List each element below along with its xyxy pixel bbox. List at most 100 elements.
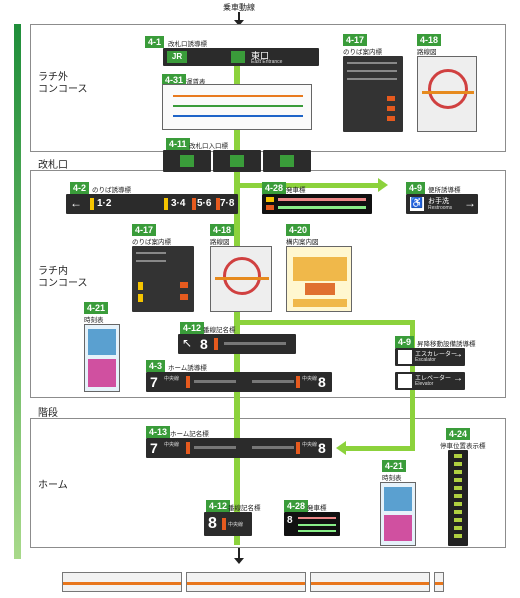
stop-position-sign bbox=[448, 450, 468, 546]
route-map-outer bbox=[417, 56, 477, 132]
code-4-18-inner: 4-18 bbox=[210, 224, 235, 236]
jr-logo-icon: JR bbox=[167, 51, 187, 63]
gate-icon-right bbox=[280, 155, 294, 167]
caption-4-12-platform: 番線記名標 bbox=[228, 505, 261, 512]
entry-arrow-shaft bbox=[238, 12, 240, 22]
caption-4-21-platform: 時刻表 bbox=[382, 475, 402, 482]
label-gate: 改札口 bbox=[38, 160, 68, 171]
caption-4-13: ホーム記名標 bbox=[170, 431, 209, 438]
elevator-sign[interactable]: エレベーター Elevator → bbox=[395, 372, 465, 390]
path-to-restroom bbox=[234, 183, 380, 188]
label-outer-1: ラチ外 bbox=[38, 72, 68, 83]
code-4-20: 4-20 bbox=[286, 224, 311, 236]
caption-4-11: 改札口入口標 bbox=[189, 143, 228, 150]
caption-4-31: 運賃表 bbox=[186, 79, 206, 86]
train-car-2 bbox=[186, 572, 306, 592]
departure-track-number: 8 bbox=[287, 515, 293, 526]
code-4-17-outer: 4-17 bbox=[343, 34, 368, 46]
code-4-21-inner: 4-21 bbox=[84, 302, 109, 314]
escalator-text: エスカレーター bbox=[415, 352, 458, 358]
elevator-arrow-icon: → bbox=[453, 373, 463, 384]
line-name-left: 中央線 bbox=[164, 376, 180, 382]
platform-guide-board-inner bbox=[132, 246, 194, 312]
gate-icon-left bbox=[180, 155, 194, 167]
fare-chart bbox=[162, 84, 312, 130]
code-4-18-outer: 4-18 bbox=[417, 34, 442, 46]
caption-4-24: 停車位置表示標 bbox=[440, 443, 486, 450]
arrow-up-left-icon: ↖ bbox=[182, 336, 193, 350]
east-entrance-text: 東口 bbox=[251, 51, 270, 61]
platform-guide-sign: 7 中央線 中央線 8 bbox=[146, 372, 332, 392]
code-4-12-platform: 4-12 bbox=[206, 500, 231, 512]
code-4-13: 4-13 bbox=[146, 426, 171, 438]
home-line-left: 中央線 bbox=[164, 442, 180, 448]
home-line-right: 中央線 bbox=[302, 442, 318, 448]
departure-board-inner bbox=[262, 194, 372, 214]
code-4-31: 4-31 bbox=[162, 74, 187, 86]
caption-4-2: のりば誘導標 bbox=[92, 187, 131, 194]
elevator-icon bbox=[398, 374, 412, 388]
caption-4-28-inner: 発車標 bbox=[286, 187, 306, 194]
gate-sign-left bbox=[163, 150, 211, 172]
train-arrow-head bbox=[234, 558, 244, 564]
label-stairs: 階段 bbox=[38, 408, 58, 419]
entry-arrow-head bbox=[234, 20, 244, 26]
caption-4-3: ホーム誘導標 bbox=[168, 365, 207, 372]
code-4-1: 4-1 bbox=[145, 36, 165, 48]
arrow-left-icon: ← bbox=[70, 196, 82, 210]
gate-icon-center bbox=[230, 155, 244, 167]
caption-4-18-outer: 路線図 bbox=[417, 49, 437, 56]
code-4-11: 4-11 bbox=[166, 138, 190, 150]
route-map-inner bbox=[210, 246, 272, 312]
escalator-sub: Escalator bbox=[415, 357, 436, 363]
sign-east-entrance: JR 東口 East Entrance bbox=[163, 48, 319, 66]
elevator-sub: Elevator bbox=[415, 381, 434, 387]
home-number-8: 8 bbox=[318, 440, 326, 456]
label-platform: ホーム bbox=[38, 480, 68, 491]
caption-4-9-restroom: 便所誘導標 bbox=[428, 187, 461, 194]
restroom-sub: Restrooms bbox=[428, 205, 453, 211]
platform-direction-sign: ← 1·2 3·4 5·6 7·8 bbox=[66, 194, 238, 214]
restroom-sign[interactable]: ♿ お手洗 Restrooms → bbox=[406, 194, 478, 214]
train-car-3 bbox=[310, 572, 430, 592]
elevator-text: エレベーター bbox=[415, 376, 452, 382]
caption-4-21-inner: 時刻表 bbox=[84, 317, 104, 324]
label-outer-2: コンコース bbox=[38, 84, 88, 95]
platform-number-8: 8 bbox=[318, 374, 326, 390]
caption-4-17-outer: のりば案内標 bbox=[343, 49, 382, 56]
code-4-28-platform: 4-28 bbox=[284, 500, 309, 512]
east-entrance-sub: East Entrance bbox=[251, 59, 283, 65]
caption-4-9-lift: 昇降移動設備誘導標 bbox=[417, 341, 476, 348]
escalator-sign[interactable]: エスカレーター Escalator → bbox=[395, 348, 465, 366]
gate-icon bbox=[231, 51, 245, 63]
platform-number-7: 7 bbox=[150, 374, 158, 390]
escalator-arrow-icon: → bbox=[453, 349, 463, 360]
caption-4-1: 改札口誘導標 bbox=[168, 41, 207, 48]
departure-board-platform: 8 bbox=[284, 512, 340, 536]
path-elevator-left bbox=[345, 446, 415, 451]
train-car-1 bbox=[62, 572, 182, 592]
caption-4-20: 構内案内図 bbox=[286, 239, 319, 246]
code-4-28-inner: 4-28 bbox=[262, 182, 287, 194]
platform-name-sign: 7 中央線 中央線 8 bbox=[146, 438, 332, 458]
code-4-9-lift: 4-9 bbox=[395, 336, 415, 348]
timetable-platform bbox=[380, 482, 416, 546]
caption-4-17-inner: のりば案内標 bbox=[132, 239, 171, 246]
path-restroom-arrowhead bbox=[378, 178, 388, 192]
caption-4-12-inner: 番線記名標 bbox=[203, 327, 236, 334]
restroom-icon: ♿ bbox=[410, 197, 424, 211]
home-number-7: 7 bbox=[150, 440, 158, 456]
track-number-platform: 8 bbox=[208, 515, 217, 532]
escalator-icon bbox=[398, 350, 412, 364]
path-to-elevator bbox=[234, 320, 414, 325]
path-platform-arrowhead bbox=[336, 441, 346, 455]
code-4-2: 4-2 bbox=[70, 182, 90, 194]
code-4-21-platform: 4-21 bbox=[382, 460, 407, 472]
track-line-platform: 中央線 bbox=[228, 522, 244, 528]
gate-sign-right bbox=[263, 150, 311, 172]
caption-4-28-platform: 発車標 bbox=[307, 505, 327, 512]
code-4-12-inner: 4-12 bbox=[180, 322, 205, 334]
track-sign-platform: 8 中央線 bbox=[204, 512, 252, 536]
platform-1-2: 1·2 bbox=[97, 198, 112, 209]
label-inner-2: コンコース bbox=[38, 278, 88, 289]
